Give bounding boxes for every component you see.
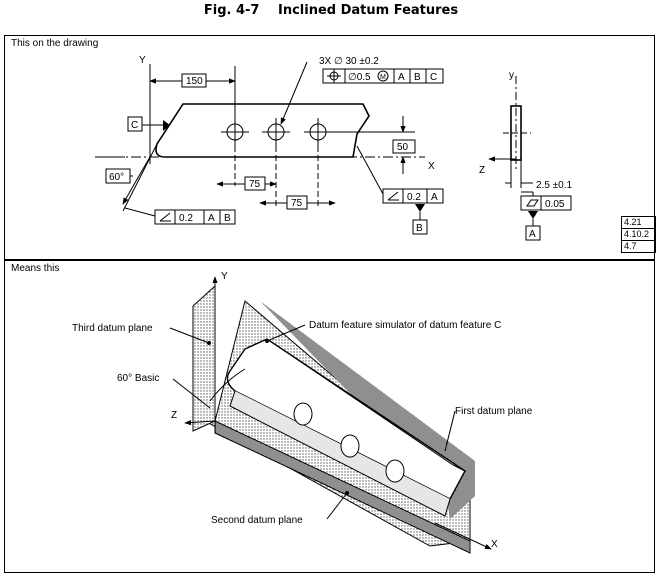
flatness-fcf: 0.05: [520, 195, 572, 211]
reference-3: 4.7: [621, 240, 656, 253]
meaning-svg: Y Z X Third datum plane Datum feature si…: [72, 271, 533, 554]
dim-150: 150: [186, 76, 203, 87]
z-axis-3d-label: Z: [171, 410, 177, 421]
hole-3d-3: [385, 459, 405, 483]
basic-angle-label: 60° Basic: [117, 373, 159, 384]
hole-2: [262, 118, 290, 146]
angularity-left-datum-b: B: [224, 213, 231, 224]
reference-2: 4.10.2: [621, 228, 656, 241]
meaning-panel: Means this: [4, 260, 655, 573]
datum-a-label: A: [529, 229, 536, 240]
angularity-icon-right: [387, 191, 399, 201]
angularity-right-datum-a: A: [431, 192, 438, 203]
part-outline: [155, 103, 370, 158]
figure-caption: Inclined Datum Features: [278, 3, 459, 18]
angularity-icon: [159, 212, 171, 222]
flatness-value: 0.05: [545, 199, 565, 210]
first-plane-label: First datum plane: [455, 406, 533, 417]
hole-callout: 3X ∅ 30 ±0.2: [319, 56, 379, 67]
position-fcf: ∅0.5 M A B C: [322, 68, 444, 84]
dim-50: 50: [397, 142, 409, 153]
second-plane-label: Second datum plane: [211, 515, 303, 526]
datum-b-label: B: [416, 223, 423, 234]
position-modifier: M: [380, 74, 386, 81]
x-axis-3d-label: X: [491, 539, 498, 550]
position-tolerance: ∅0.5: [348, 72, 371, 83]
z-axis-label: Z: [479, 165, 485, 176]
y-side-axis-label: y: [509, 70, 514, 81]
hole-3d-1: [293, 402, 313, 426]
reference-1: 4.21: [621, 216, 656, 229]
angularity-fcf-right: 0.2 A: [382, 188, 444, 204]
dim-75-b: 75: [291, 198, 303, 209]
thickness-dim: 2.5 ±0.1: [536, 180, 573, 191]
meaning-panel-label: Means this: [11, 263, 60, 274]
drawing-panel-label: This on the drawing: [11, 38, 99, 49]
datum-c-label: C: [131, 120, 138, 131]
flatness-icon: [526, 199, 539, 207]
position-datum-2: B: [414, 72, 421, 83]
drawing-svg: Y X Z y 3X ∅ 30 ±0.2 2.5 ±0.1 150 75 75 …: [95, 55, 573, 241]
z-axis-3d: [184, 419, 216, 426]
drawing-panel: This on the drawing: [4, 35, 656, 260]
simulator-label: Datum feature simulator of datum feature…: [309, 320, 501, 331]
angularity-left-tolerance: 0.2: [179, 213, 193, 224]
mmc-modifier-icon: [377, 70, 389, 82]
third-datum-plane: [192, 284, 216, 432]
angularity-fcf-left: 0.2 A B: [154, 209, 236, 225]
position-icon: [327, 69, 341, 83]
figure-number: Fig. 4-7: [203, 3, 260, 18]
part-3d: [226, 338, 466, 500]
angularity-left-datum-a: A: [208, 213, 215, 224]
hole-1: [221, 118, 249, 146]
dim-75-a: 75: [249, 179, 261, 190]
y-axis-label: Y: [139, 55, 146, 66]
figure-title: Fig. 4-7 Inclined Datum Features: [0, 3, 662, 18]
position-datum-3: C: [430, 72, 437, 83]
reference-table: 4.21 4.10.2 4.7: [621, 216, 656, 253]
y-axis-3d-label: Y: [221, 271, 228, 282]
angularity-right-tolerance: 0.2: [407, 192, 421, 203]
angle-60: 60°: [109, 172, 124, 183]
third-plane-label: Third datum plane: [72, 323, 153, 334]
x-axis-label: X: [428, 161, 435, 172]
position-datum-1: A: [398, 72, 405, 83]
hole-3d-2: [340, 434, 360, 458]
x-axis-3d: [434, 522, 492, 550]
